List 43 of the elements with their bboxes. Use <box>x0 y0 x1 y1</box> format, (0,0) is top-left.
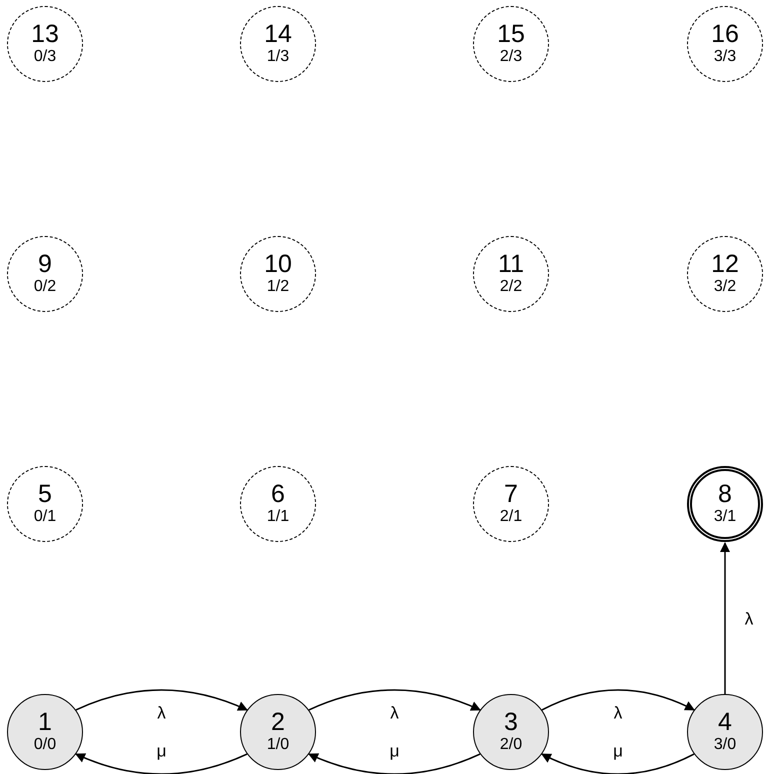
state-number: 8 <box>718 481 732 507</box>
edge-label: λ <box>388 704 401 722</box>
arrow <box>541 753 694 774</box>
state-number: 12 <box>711 251 739 277</box>
state-fraction: 3/0 <box>714 735 736 755</box>
state-fraction: 2/0 <box>500 735 522 755</box>
state-fraction: 2/1 <box>500 507 522 527</box>
state-number: 5 <box>38 481 52 507</box>
arrow <box>75 753 248 774</box>
state-fraction: 0/3 <box>34 47 56 67</box>
edge-label: λ <box>155 704 168 722</box>
state-fraction: 1/3 <box>266 47 290 67</box>
arrow <box>542 689 695 711</box>
state-number: 6 <box>271 481 285 507</box>
state-number: 3 <box>504 709 518 735</box>
edge-label: λ <box>742 610 756 627</box>
state-fraction: 0/2 <box>34 277 56 297</box>
state-fraction: 0/1 <box>34 507 56 527</box>
state-number: 4 <box>718 709 732 735</box>
state-fraction: 1/0 <box>266 735 290 755</box>
state-fraction: 0/0 <box>34 735 56 755</box>
state-number: 13 <box>31 21 59 47</box>
state-fraction: 3/3 <box>714 47 736 67</box>
state-fraction: 1/2 <box>266 277 290 297</box>
state-fraction: 2/3 <box>500 47 522 67</box>
arrow <box>720 542 730 694</box>
state-number: 14 <box>264 21 292 47</box>
state-number: 10 <box>264 251 292 277</box>
state-number: 16 <box>711 21 739 47</box>
state-number: 2 <box>271 709 285 735</box>
state-fraction: 3/1 <box>714 507 736 527</box>
state-fraction: 2/2 <box>500 277 522 297</box>
state-fraction: 3/2 <box>714 277 736 297</box>
arrow <box>308 689 481 711</box>
state-number: 7 <box>504 481 518 507</box>
arrow <box>308 753 480 774</box>
edge-label: λ <box>612 704 624 722</box>
arrow <box>76 689 248 711</box>
state-fraction: 1/1 <box>266 507 290 527</box>
state-number: 9 <box>38 251 52 277</box>
state-number: 1 <box>38 709 52 735</box>
state-number: 15 <box>497 21 525 47</box>
state-number: 11 <box>498 251 524 277</box>
